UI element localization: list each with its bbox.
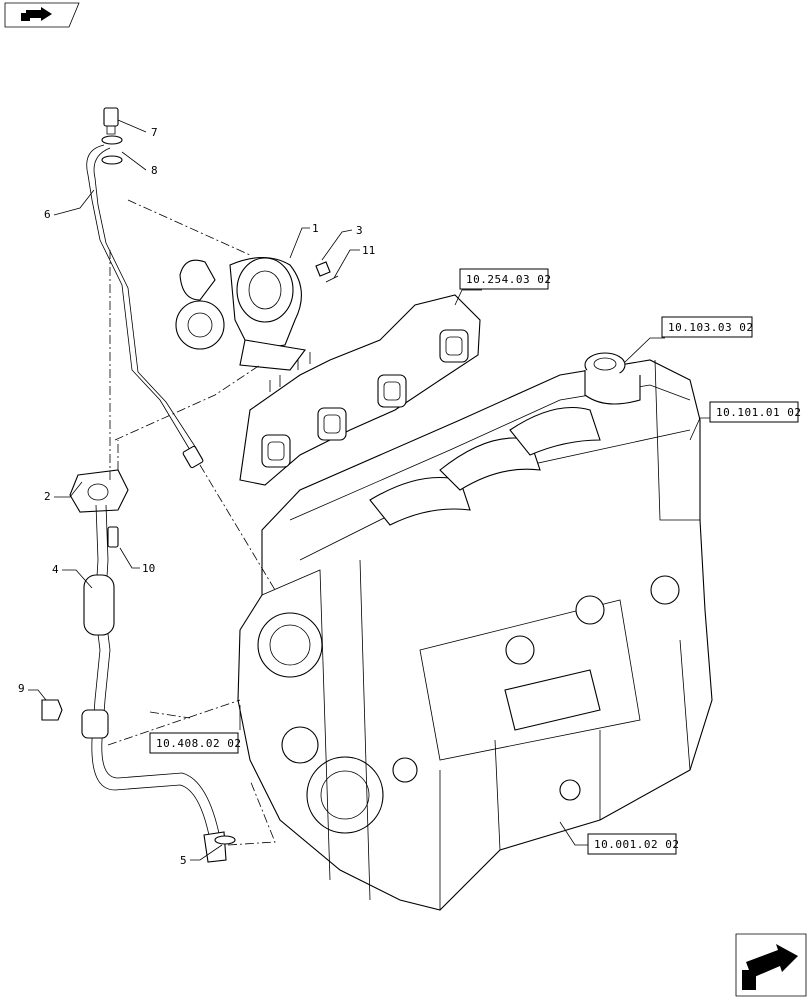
reference-label: 10.408.02 02 — [156, 737, 241, 750]
forward-arrow-icon — [742, 944, 798, 990]
banjo-bolt — [103, 107, 119, 135]
o-ring-part — [214, 835, 236, 845]
callout-3: 3 — [356, 224, 363, 237]
callout-8: 8 — [151, 164, 158, 177]
reference-box-crankcase[interactable]: 10.001.02 02 — [559, 821, 679, 855]
reference-box-thermostat[interactable]: 10.103.03 02 — [624, 316, 753, 363]
assembly-lines — [107, 199, 276, 846]
oil-return-pipe — [81, 504, 227, 863]
callout-9: 9 — [18, 682, 25, 695]
reference-label: 10.001.02 02 — [594, 838, 679, 851]
callout-7: 7 — [151, 126, 158, 139]
oil-feed-pipe — [86, 144, 204, 469]
sealing-washers — [101, 135, 123, 165]
reference-label: 10.101.01 02 — [716, 406, 801, 419]
gasket-part — [325, 275, 339, 283]
reference-label: 10.254.03 02 — [466, 273, 551, 286]
exhaust-manifold — [239, 294, 481, 486]
turbocharger — [175, 257, 306, 371]
back-arrow-icon — [21, 7, 52, 21]
bolt-part — [41, 699, 63, 721]
back-nav-button[interactable] — [4, 2, 80, 28]
callout-10: 10 — [142, 562, 155, 575]
callout-leaders — [28, 119, 360, 861]
callout-11: 11 — [362, 244, 375, 257]
washer-part — [315, 261, 331, 277]
reference-box-exhaust[interactable]: 10.254.03 02 — [454, 268, 551, 306]
callout-2: 2 — [44, 490, 51, 503]
hollow-bolt-part — [107, 526, 119, 548]
callout-5: 5 — [180, 854, 187, 867]
reference-box-oil-pan[interactable]: 10.408.02 02 — [149, 705, 241, 754]
engine-block — [237, 352, 713, 911]
oil-return-gasket — [69, 469, 129, 513]
callout-4: 4 — [52, 563, 59, 576]
callout-6: 6 — [44, 208, 51, 221]
reference-label: 10.103.03 02 — [668, 321, 753, 334]
callout-1: 1 — [312, 222, 319, 235]
reference-box-cylinder-head[interactable]: 10.101.01 02 — [689, 401, 801, 441]
forward-nav-button[interactable] — [735, 933, 807, 997]
